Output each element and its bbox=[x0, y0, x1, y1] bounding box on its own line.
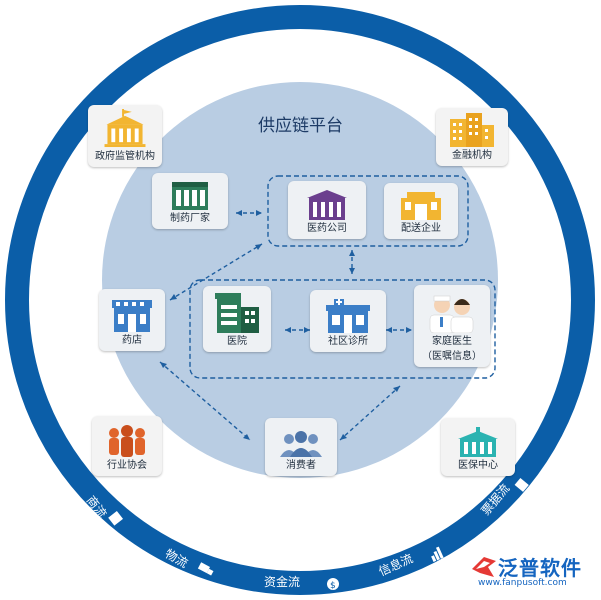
outer-ring bbox=[5, 5, 595, 595]
node-consumer: 消费者 bbox=[265, 418, 337, 476]
wholesale-group-box bbox=[267, 175, 469, 247]
consumer-label: 消费者 bbox=[286, 460, 316, 471]
platform-title: 供应链平台 bbox=[258, 116, 343, 136]
pharma-factory-label: 制药厂家 bbox=[170, 213, 210, 224]
hospital-building-icon bbox=[215, 293, 259, 333]
consumers-icon bbox=[280, 431, 322, 457]
money-bag-icon: $ bbox=[327, 578, 339, 591]
government-building-icon bbox=[104, 109, 146, 148]
insurance-label: 医保中心 bbox=[458, 460, 498, 471]
insurance-building-icon bbox=[458, 427, 498, 457]
fanpu-logo-icon bbox=[472, 556, 496, 577]
commerce-icon bbox=[108, 510, 124, 526]
pharma-company-building-icon bbox=[307, 190, 347, 220]
clinic-icon bbox=[326, 299, 370, 333]
medical-group-box bbox=[189, 279, 496, 379]
hospital-label: 医院 bbox=[227, 336, 247, 347]
node-association: 行业协会 bbox=[92, 416, 162, 476]
node-pharma-company: 医药公司 bbox=[288, 181, 366, 239]
arrow-pharmacy-consumer bbox=[159, 361, 251, 441]
family-doctor-label: 家庭医生 bbox=[432, 336, 472, 347]
brand-logo: 泛普软件 bbox=[470, 552, 582, 581]
distribution-warehouse-icon bbox=[401, 192, 441, 220]
pharma-company-label: 医药公司 bbox=[307, 223, 347, 234]
chart-icon bbox=[431, 546, 444, 563]
pharmacy-store-icon bbox=[112, 300, 152, 332]
brand-url: www.fanpusoft.com bbox=[478, 578, 567, 588]
ring-label-capital: 资金流 bbox=[264, 574, 300, 589]
clinic-label: 社区诊所 bbox=[328, 336, 368, 347]
government-label: 政府监管机构 bbox=[95, 151, 155, 162]
finance-label: 金融机构 bbox=[452, 150, 492, 161]
node-pharmacy: 药店 bbox=[99, 289, 165, 351]
association-label: 行业协会 bbox=[107, 460, 147, 471]
doctors-icon bbox=[429, 295, 474, 333]
association-people-icon bbox=[109, 425, 145, 457]
pharmacy-label: 药店 bbox=[122, 335, 142, 346]
brand-name: 泛普软件 bbox=[498, 556, 582, 580]
truck-icon bbox=[197, 562, 214, 576]
node-pharma-factory: 制药厂家 bbox=[152, 173, 228, 229]
node-distribution: 配送企业 bbox=[384, 183, 458, 239]
distribution-label: 配送企业 bbox=[401, 223, 441, 234]
node-insurance: 医保中心 bbox=[441, 418, 515, 476]
node-finance: 金融机构 bbox=[436, 108, 508, 166]
svg-text:$: $ bbox=[330, 581, 336, 591]
node-family-doctor: 家庭医生 （医嘱信息） bbox=[414, 285, 490, 367]
ticket-icon bbox=[514, 477, 529, 492]
family-doctor-note: （医嘱信息） bbox=[422, 351, 482, 362]
node-clinic: 社区诊所 bbox=[310, 290, 386, 352]
node-hospital: 医院 bbox=[203, 286, 271, 352]
factory-icon bbox=[172, 182, 208, 210]
node-government: 政府监管机构 bbox=[88, 105, 162, 167]
finance-building-icon bbox=[450, 113, 494, 147]
arrow-pharmacy-company bbox=[169, 243, 263, 301]
